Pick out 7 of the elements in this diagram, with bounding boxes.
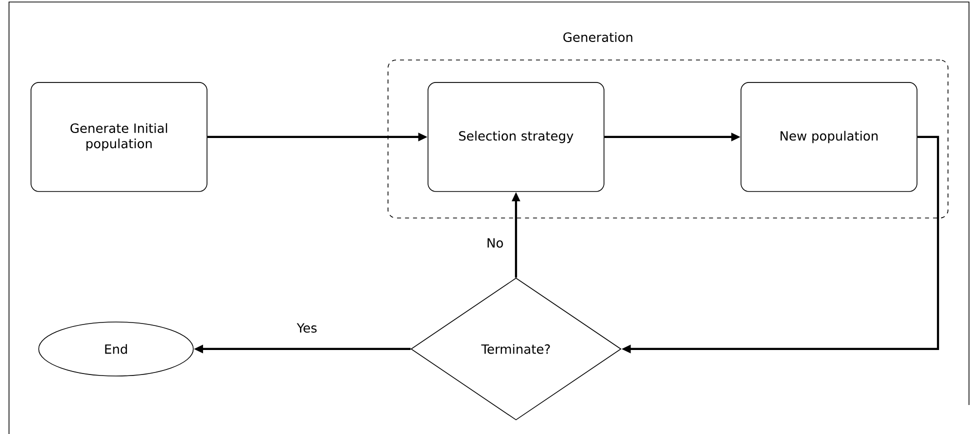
process-box: Generate Initial population bbox=[30, 82, 208, 192]
process-box: Selection strategy bbox=[428, 82, 604, 192]
edge-label: No bbox=[485, 236, 505, 250]
group-box bbox=[388, 32, 948, 218]
edge-label: Yes bbox=[295, 322, 319, 334]
process-box: New population bbox=[740, 82, 918, 192]
group-title: Generation bbox=[563, 32, 632, 42]
